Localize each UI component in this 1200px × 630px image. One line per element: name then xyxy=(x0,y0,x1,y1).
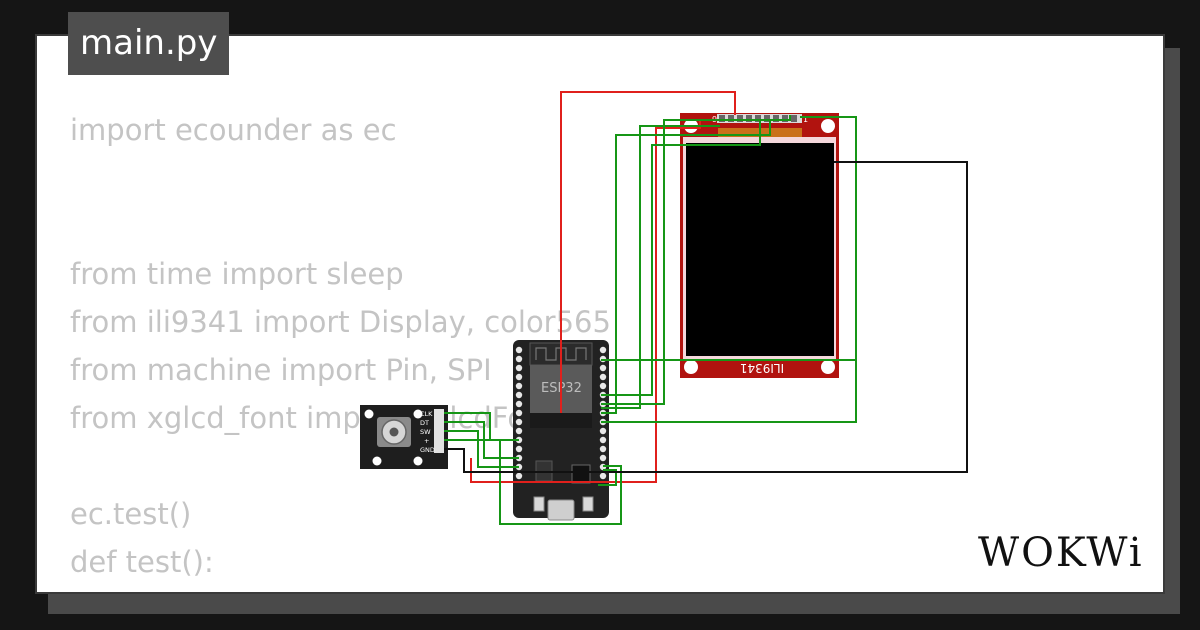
display-pin-label-right: 1 xyxy=(803,115,808,124)
wire-encoder-sw[interactable] xyxy=(444,430,519,468)
encoder-mount-hole xyxy=(364,409,374,419)
wire-spi-5[interactable] xyxy=(601,360,857,423)
code-preview: import ecounder as ec from time import sl… xyxy=(70,106,611,592)
encoder-pin-label: DT xyxy=(420,419,429,427)
wire-vcc-display[interactable] xyxy=(560,91,736,413)
display-mount-hole xyxy=(821,119,835,133)
wire-spi-6[interactable] xyxy=(601,125,720,409)
code-line: from ili9341 import Display, color565 xyxy=(70,305,611,339)
wire-gnd-short[interactable] xyxy=(598,469,617,486)
ili9341-display[interactable]: 9 1 ILI9341 xyxy=(680,113,839,378)
wire-spi-4[interactable] xyxy=(601,116,857,361)
encoder-shaft xyxy=(389,427,399,437)
wire-spi-3[interactable] xyxy=(601,121,761,396)
wire-spi-2[interactable] xyxy=(601,115,791,405)
esp32-board[interactable]: ESP32 xyxy=(513,340,609,521)
encoder-pin-label: SW xyxy=(420,428,431,436)
encoder-pin-label: CLK xyxy=(420,410,433,418)
esp32-pin-column-left xyxy=(515,346,523,480)
reset-button[interactable] xyxy=(582,496,594,512)
code-line: from machine import Pin, SPI xyxy=(70,353,492,387)
project-preview-card: import ecounder as ec from time import sl… xyxy=(35,34,1165,594)
rotary-encoder[interactable]: CLK DT SW + GND xyxy=(360,405,448,469)
encoder-mount-hole xyxy=(413,456,423,466)
usb-uart-chip xyxy=(571,464,591,484)
esp32-module-base xyxy=(530,413,592,428)
encoder-mount-hole xyxy=(372,456,382,466)
wires xyxy=(444,91,968,525)
wire-spi-1[interactable] xyxy=(601,121,771,414)
file-tab-main-py[interactable]: main.py xyxy=(68,12,230,75)
display-screen xyxy=(686,143,834,356)
wokwi-logo: WOKWi xyxy=(978,530,1144,576)
display-label: ILI9341 xyxy=(740,361,784,375)
code-line: def test(): xyxy=(70,545,214,579)
encoder-pin-header xyxy=(434,409,444,453)
encoder-pin-label: + xyxy=(424,437,429,445)
code-line: from time import sleep xyxy=(70,257,404,291)
display-mount-hole xyxy=(684,360,698,374)
usb-port xyxy=(547,499,575,521)
display-pins xyxy=(719,115,797,122)
wire-gnd-display[interactable] xyxy=(444,161,968,473)
encoder-mount-hole xyxy=(413,409,423,419)
wire-gnd-loop[interactable] xyxy=(444,439,622,525)
encoder-pin-label: GND xyxy=(420,446,435,454)
code-line: ec.test() xyxy=(70,497,192,531)
code-line: import ecounder as ec xyxy=(70,113,397,147)
display-mount-hole xyxy=(821,360,835,374)
wokwi-logo-text: WOKWi xyxy=(978,530,1144,576)
boot-button[interactable] xyxy=(533,496,545,512)
wire-encoder-clk[interactable] xyxy=(444,412,519,441)
